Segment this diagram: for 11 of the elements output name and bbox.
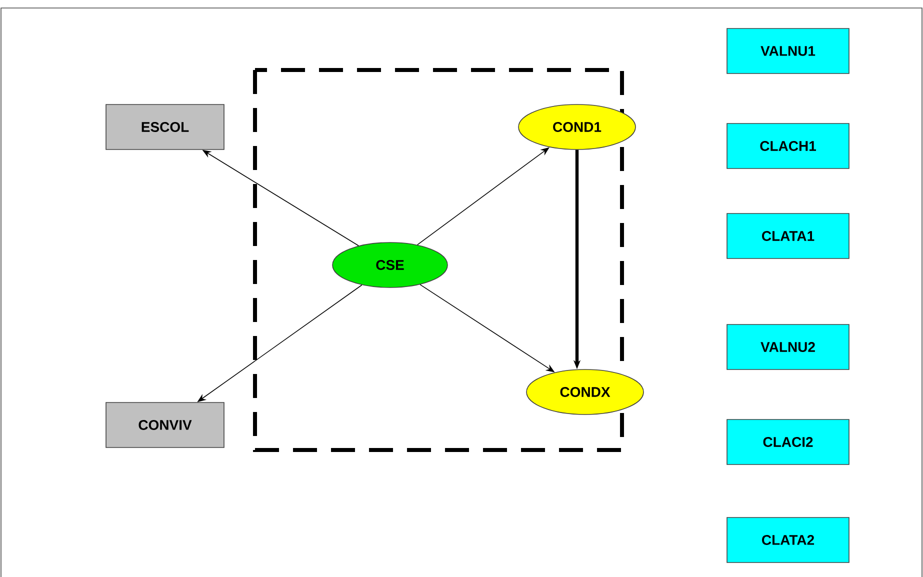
ellipse-node: CSE [332,242,448,288]
process-box: CLATA1 [726,213,850,259]
process-box: CLATA2 [726,517,850,563]
process-box: CLACH1 [726,123,850,169]
ellipse-node: CONDX [526,369,644,415]
process-box: ESCOL [106,104,224,150]
process-box: VALNU2 [726,324,850,370]
process-box: VALNU1 [726,28,850,74]
ellipse-node: COND1 [518,104,636,150]
process-box: CONVIV [106,402,224,448]
process-box: CLACI2 [726,419,850,465]
